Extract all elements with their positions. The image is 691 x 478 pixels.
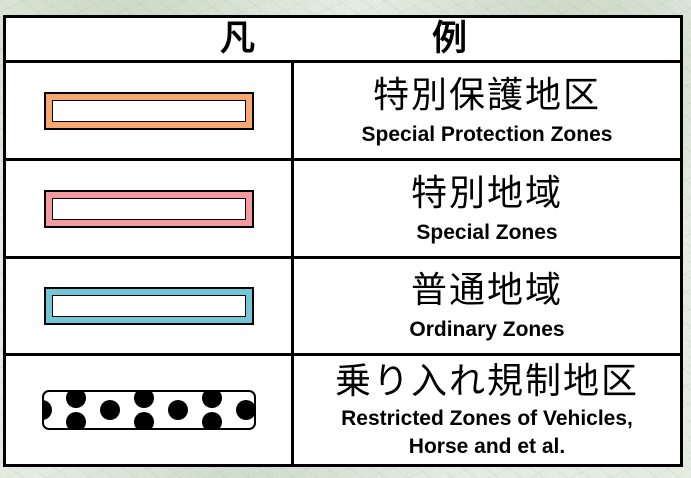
legend-title-left: 凡 <box>220 19 256 59</box>
legend-header: 凡 例 <box>6 18 680 63</box>
swatch-cell <box>6 63 294 158</box>
label-jp: 乗り入れ規制地区 <box>334 361 639 402</box>
label-en: Special Zones <box>416 220 558 244</box>
swatch-cell <box>6 356 294 464</box>
label-cell: 普通地域 Ordinary Zones <box>294 259 680 353</box>
swatch-cell <box>6 259 294 353</box>
label-en-line2: Horse and et al. <box>408 435 566 458</box>
swatch-inner <box>51 295 246 317</box>
label-en: Special Protection Zones <box>361 122 613 146</box>
swatch-inner <box>51 99 246 122</box>
swatch-inner <box>51 197 246 220</box>
swatch-cell <box>6 161 294 256</box>
label-cell: 特別地域 Special Zones <box>294 161 680 256</box>
legend-row-restricted: 乗り入れ規制地区 Restricted Zones of Vehicles, H… <box>6 356 680 464</box>
legend-row-ordinary: 普通地域 Ordinary Zones <box>6 259 680 356</box>
legend-row-special-protection: 特別保護地区 Special Protection Zones <box>6 63 680 161</box>
restricted-dots-swatch <box>41 390 256 430</box>
label-en: Ordinary Zones <box>409 318 565 341</box>
label-jp: 普通地域 <box>410 270 563 311</box>
map-legend: 凡 例 特別保護地区 Special Protection Zones 特別地域… <box>3 15 683 467</box>
label-cell: 特別保護地区 Special Protection Zones <box>294 63 680 158</box>
ordinary-zone-swatch <box>43 287 254 325</box>
legend-row-special: 特別地域 Special Zones <box>6 161 680 259</box>
special-protection-swatch <box>43 91 254 130</box>
label-jp: 特別地域 <box>410 172 563 214</box>
label-en-line1: Restricted Zones of Vehicles, <box>341 407 633 430</box>
special-zone-swatch <box>43 189 254 228</box>
legend-title-right: 例 <box>432 19 468 59</box>
label-cell: 乗り入れ規制地区 Restricted Zones of Vehicles, H… <box>294 356 680 464</box>
label-jp: 特別保護地区 <box>372 74 601 116</box>
